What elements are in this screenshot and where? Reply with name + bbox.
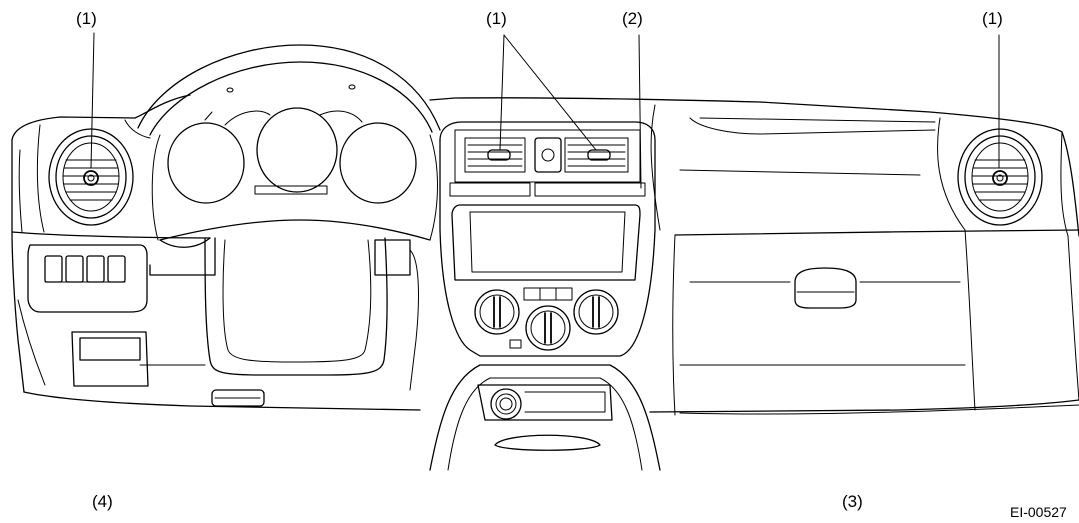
instrument-cluster [137, 44, 441, 241]
callout-left-vent: (1) [76, 9, 97, 28]
right-air-vent [957, 128, 1043, 226]
callout-lower-left-panel: (4) [92, 492, 113, 511]
callout-center-vents: (1) [486, 9, 507, 28]
center-stack [439, 121, 656, 357]
lower-left-panel [71, 331, 149, 387]
callout-right-vent: (1) [982, 9, 1003, 28]
glove-box-handle [794, 267, 857, 309]
leader-lines [90, 32, 1000, 189]
figure-code: EI-00527 [1010, 504, 1067, 520]
callout-center-panel: (2) [622, 9, 643, 28]
lower-console [429, 364, 661, 471]
dashboard-outline [11, 94, 1079, 416]
left-air-vent [48, 128, 134, 226]
callout-glove-box: (3) [842, 492, 863, 511]
left-switch-panel [27, 244, 148, 313]
steering-column-area [149, 237, 419, 407]
